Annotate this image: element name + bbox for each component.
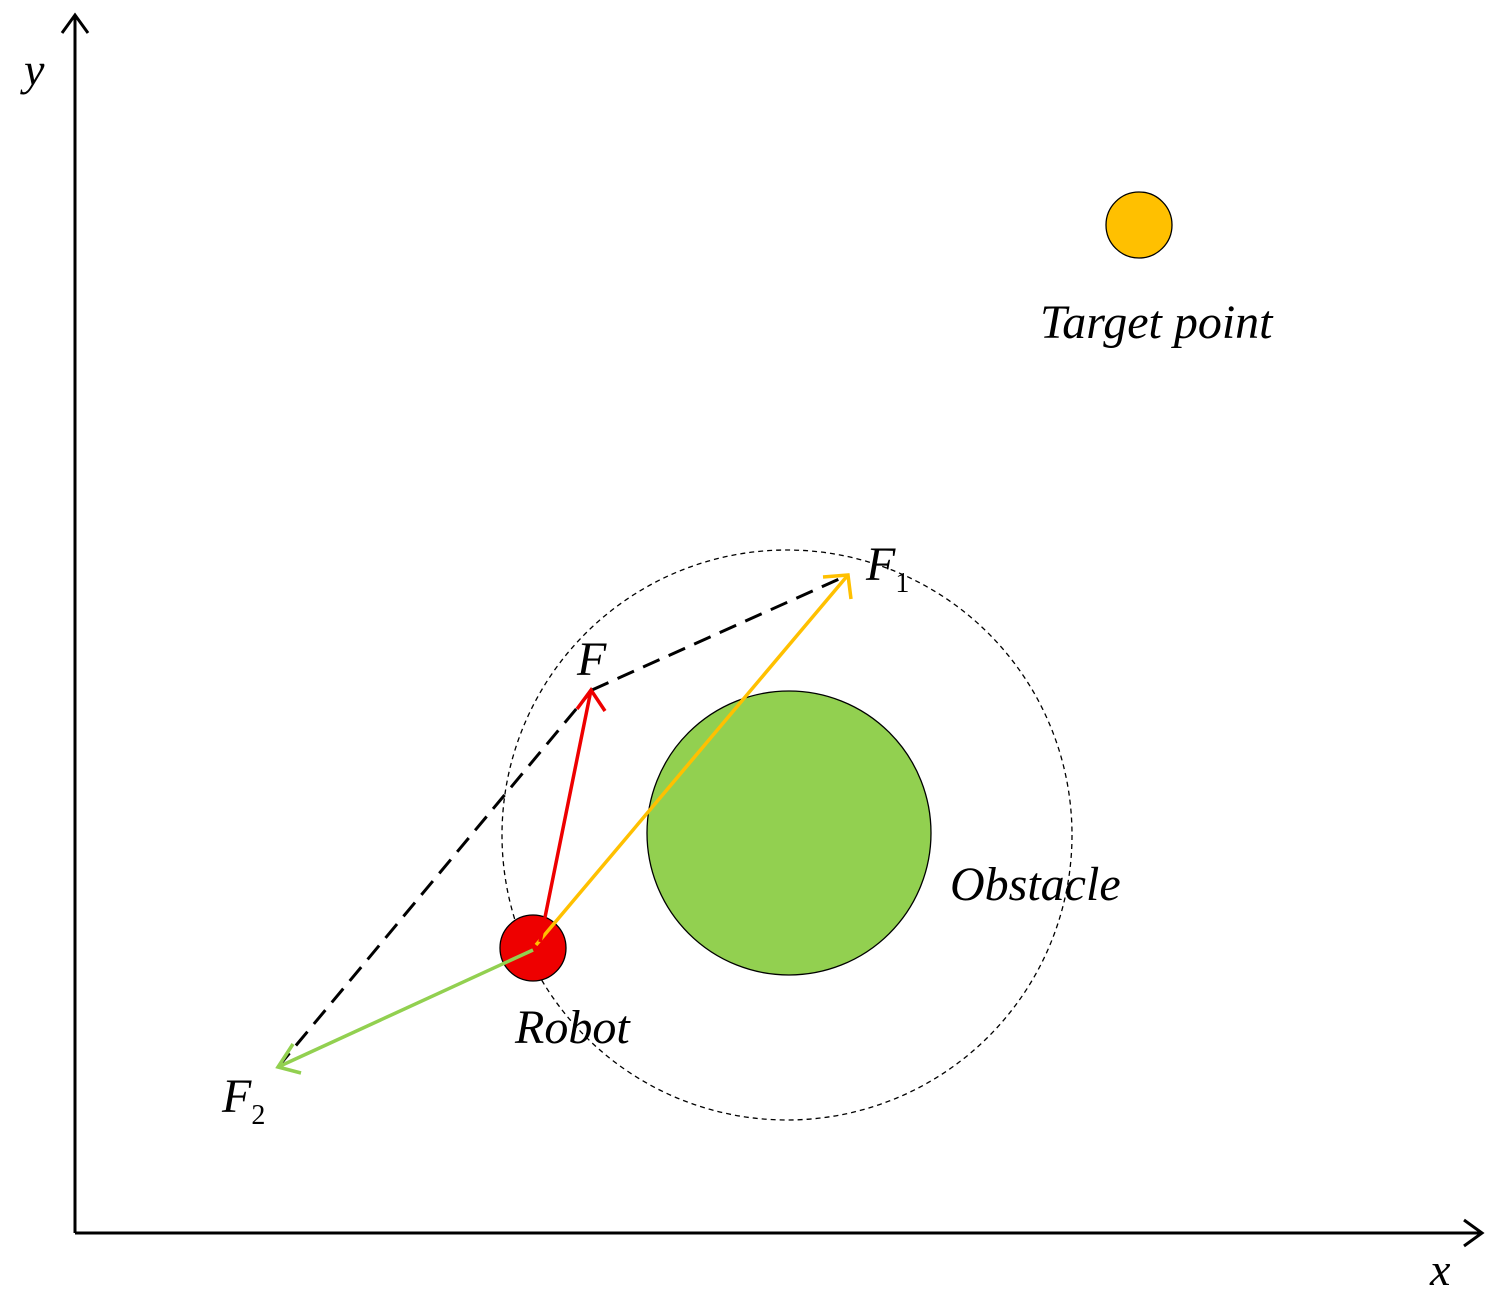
repulsive-force-label: F2 <box>221 1070 265 1131</box>
y-axis-label: y <box>20 44 45 95</box>
attractive-force-arrow <box>534 573 853 947</box>
y-axis-arrowhead <box>60 12 90 34</box>
repulsive-force-arrow <box>275 948 534 1075</box>
target-point <box>1105 191 1173 259</box>
parallelogram-edge-f2-to-f <box>276 689 594 1068</box>
parallelogram-edge-f-to-f1 <box>591 573 849 692</box>
obstacle-label: Obstacle <box>950 858 1121 911</box>
target-point-label: Target point <box>1040 296 1274 349</box>
x-axis-label: x <box>1429 1244 1451 1295</box>
robot-label: Robot <box>514 1001 631 1054</box>
attractive-force-label: F1 <box>865 538 909 599</box>
obstacle-influence-circle <box>501 549 1073 1121</box>
axes: y x <box>20 12 1485 1295</box>
robot <box>499 914 567 982</box>
resultant-force-arrow <box>538 686 607 943</box>
force-parallelogram <box>276 573 849 1068</box>
obstacle-circle <box>646 690 932 976</box>
resultant-force-label: F <box>576 633 607 686</box>
x-axis-arrowhead <box>1463 1218 1485 1248</box>
